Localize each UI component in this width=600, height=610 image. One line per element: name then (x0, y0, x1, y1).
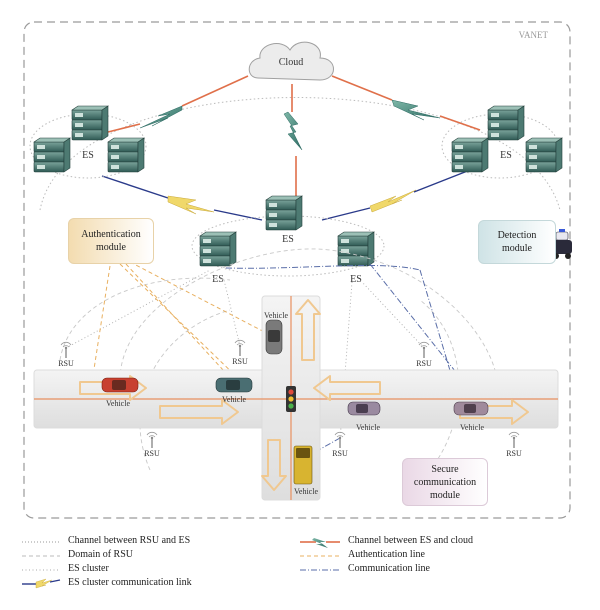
cloud-icon (248, 41, 334, 81)
legend-rsu-es-channel: Channel between RSU and ES (68, 535, 191, 546)
es-server-icon (71, 105, 109, 141)
es-cluster-link-right (321, 169, 471, 221)
rsu-tower-icon (146, 431, 158, 449)
vehicle-pink-icon (453, 401, 489, 416)
legend-es-cluster: ES cluster (68, 563, 109, 574)
cloud-label: Cloud (279, 57, 303, 68)
vehicle-yellow-truck-icon (293, 445, 313, 485)
legend-rsu-domain: Domain of RSU (68, 549, 133, 560)
vanet-frame (23, 21, 571, 519)
cloud-channel-left (107, 75, 249, 133)
legend-swatches (22, 538, 340, 589)
vehicle-label: Vehicle (222, 395, 246, 404)
es-label-center-left: ES (212, 274, 224, 285)
rsu-label: RSU (332, 449, 348, 458)
es-label-center: ES (282, 234, 294, 245)
rsu-label: RSU (144, 449, 160, 458)
vehicle-purple-icon (347, 401, 381, 416)
legend-es-cluster-link: ES cluster communication link (68, 577, 192, 588)
rsu-tower-icon (508, 431, 520, 449)
es-server-icon (199, 231, 237, 267)
es-server-icon (487, 105, 525, 141)
legend-communication-line: Communication line (348, 563, 430, 574)
authentication-module-box: Authentication module (68, 218, 154, 264)
vehicle-label: Vehicle (264, 311, 288, 320)
vanet-label: VANET (519, 30, 549, 40)
rsu-label: RSU (58, 359, 74, 368)
es-label-center-right: ES (350, 274, 362, 285)
vehicle-label: Vehicle (294, 487, 318, 496)
rsu-label: RSU (416, 359, 432, 368)
traffic-light-icon (286, 386, 296, 412)
vehicle-label: Vehicle (106, 399, 130, 408)
vehicle-teal-icon (215, 377, 253, 393)
es-cluster-link-left (101, 175, 263, 221)
legend-es-cloud-channel: Channel between ES and cloud (348, 535, 473, 546)
rsu-tower-icon (234, 339, 246, 357)
es-server-icon (265, 195, 303, 231)
traffic-arrows (79, 299, 529, 491)
detection-module-label: Detection module (497, 230, 537, 254)
es-server-icon (525, 137, 563, 173)
outer-domain-curve (39, 97, 561, 211)
es-label-left: ES (82, 150, 94, 161)
legend-authentication-line: Authentication line (348, 549, 425, 560)
vehicle-red-icon (101, 377, 139, 393)
vehicle-label: Vehicle (356, 423, 380, 432)
cloud-channel-center (283, 84, 303, 196)
secure-communication-module-box: Secure communication module (402, 458, 488, 506)
secure-communication-module-label: Secure communication module (413, 463, 477, 501)
detection-module-box: Detection module (478, 220, 556, 264)
es-server-icon (107, 137, 145, 173)
cloud-channel-right (331, 75, 481, 131)
rsu-domain-arcs (59, 248, 496, 471)
vehicle-gray-top-icon (265, 319, 283, 355)
es-label-right: ES (500, 150, 512, 161)
es-server-icon (337, 231, 375, 267)
authentication-module-label: Authentication module (81, 229, 141, 253)
rsu-label: RSU (506, 449, 522, 458)
rsu-es-channels (65, 269, 425, 441)
rsu-tower-icon (418, 341, 430, 359)
rsu-label: RSU (232, 357, 248, 366)
vehicle-label: Vehicle (460, 423, 484, 432)
authentication-lines (91, 261, 301, 455)
es-server-icon (33, 137, 71, 173)
es-server-icon (451, 137, 489, 173)
